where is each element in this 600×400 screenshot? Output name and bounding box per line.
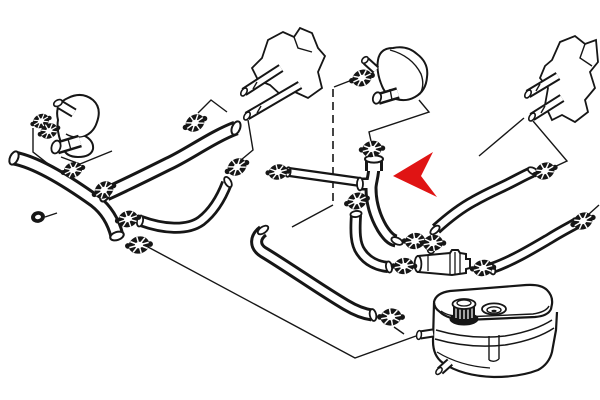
engine-block-stub-top-right	[523, 34, 599, 124]
curved-hose-upper-left	[8, 150, 125, 242]
expansion-tank	[415, 283, 559, 379]
highlight-arrow-icon	[393, 152, 437, 197]
water-outlet-housing-center	[360, 46, 429, 105]
t-junction-hose-highlighted	[356, 154, 404, 248]
long-return-hose	[250, 224, 378, 322]
expansion-tank-filler-cap	[449, 298, 479, 326]
engine-block-stub-top-center	[239, 26, 327, 121]
expansion-tank-opening	[481, 302, 507, 316]
elbow-hose-center	[349, 210, 394, 274]
water-outlet-housing-left	[50, 94, 100, 159]
